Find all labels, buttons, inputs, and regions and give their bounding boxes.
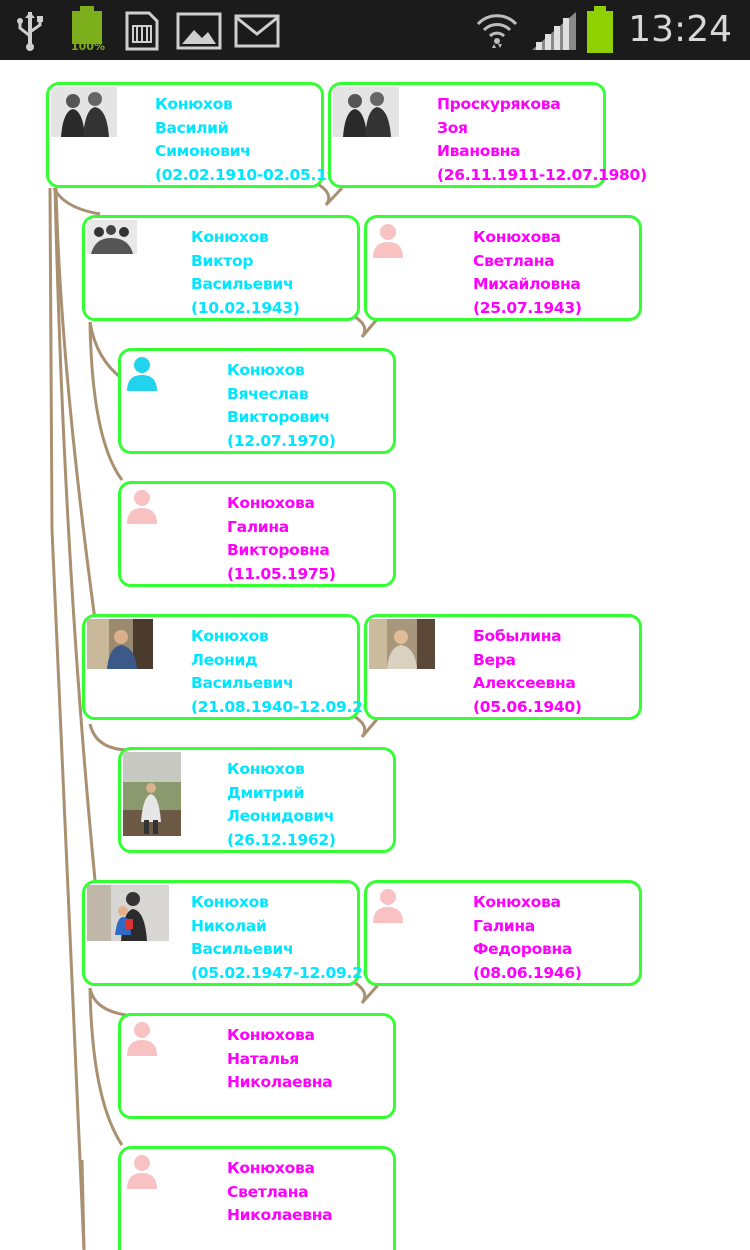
person-dates: (26.12.1962) (227, 830, 336, 849)
person-dates: (10.02.1943) (191, 298, 300, 317)
person-first-name: Зоя (437, 118, 468, 137)
person-surname: Конюхов (227, 361, 305, 379)
person-patronymic: Викторовна (227, 541, 330, 559)
person-surname: Конюхова (227, 494, 315, 512)
mail-icon (234, 14, 280, 48)
female-avatar-icon (127, 1155, 157, 1189)
person-dates: (11.05.1975) (227, 564, 336, 583)
battery-full-icon: 100% (68, 6, 108, 56)
person-surname: Бобылина (473, 627, 562, 645)
person-card-p13[interactable]: Конюхова Светлана Николаевна (118, 1146, 396, 1250)
person-first-name: Галина (227, 517, 289, 536)
female-avatar-icon (127, 490, 157, 524)
person-patronymic: Алексеевна (473, 674, 576, 692)
person-patronymic: Федоровна (473, 940, 573, 958)
person-card-p7[interactable]: Конюхов Леонид Васильевич (21.08.1940-12… (82, 614, 401, 720)
female-avatar-icon (373, 889, 403, 923)
person-surname: Конюхов (155, 95, 233, 113)
female-avatar-icon (373, 224, 403, 258)
person-first-name: Вячеслав (227, 384, 309, 403)
person-surname: Конюхова (473, 228, 561, 246)
person-first-name: Светлана (227, 1182, 309, 1201)
person-surname: Конюхова (473, 893, 561, 911)
sim-card-icon (125, 11, 159, 51)
person-dates: (08.06.1946) (473, 963, 582, 982)
wifi-icon (476, 14, 518, 48)
signal-icon (532, 12, 576, 50)
person-surname: Конюхов (191, 627, 269, 645)
person-dates: (05.06.1940) (473, 697, 582, 716)
person-card-p3[interactable]: Конюхов Виктор Васильевич (10.02.1943) (82, 215, 360, 321)
status-bar: 100% 13:24 (0, 0, 750, 60)
man-in-kitchen-photo (87, 619, 153, 669)
person-patronymic: Николаевна (227, 1206, 333, 1224)
person-dates: (12.07.1970) (227, 431, 336, 450)
person-card-p4[interactable]: Конюхова Светлана Михайловна (25.07.1943… (364, 215, 642, 321)
person-first-name: Леонид (191, 650, 258, 669)
person-dates: (02.02.1910-02.05.1970) (155, 165, 365, 184)
male-avatar-icon (127, 357, 157, 391)
person-first-name: Василий (155, 118, 229, 137)
person-card-p11[interactable]: Конюхова Галина Федоровна (08.06.1946) (364, 880, 642, 986)
man-outdoors-photo (123, 752, 181, 836)
person-dates: (05.02.1947-12.09.2004) (191, 963, 401, 982)
person-card-p10[interactable]: Конюхов Николай Васильевич (05.02.1947-1… (82, 880, 401, 986)
person-patronymic: Ивановна (437, 142, 521, 160)
person-dates: (25.07.1943) (473, 298, 582, 317)
person-patronymic: Леонидович (227, 807, 335, 825)
person-surname: Конюхова (227, 1159, 315, 1177)
person-surname: Конюхов (191, 228, 269, 246)
person-patronymic: Михайловна (473, 275, 581, 293)
person-first-name: Николай (191, 916, 267, 935)
person-surname: Конюхов (191, 893, 269, 911)
female-avatar-icon (127, 1022, 157, 1056)
person-patronymic: Николаевна (227, 1073, 333, 1091)
person-first-name: Наталья (227, 1049, 299, 1068)
woman-in-kitchen-photo (369, 619, 435, 669)
person-card-p1[interactable]: Конюхов Василий Симонович (02.02.1910-02… (46, 82, 365, 188)
person-dates: (21.08.1940-12.09.2001) (191, 697, 401, 716)
person-patronymic: Симонович (155, 142, 251, 160)
person-first-name: Светлана (473, 251, 555, 270)
person-surname: Проскурякова (437, 95, 561, 113)
person-card-p8[interactable]: Бобылина Вера Алексеевна (05.06.1940) (364, 614, 642, 720)
person-dates: (26.11.1911-12.07.1980) (437, 165, 647, 184)
couple-photo (333, 87, 399, 137)
person-card-p2[interactable]: Проскурякова Зоя Ивановна (26.11.1911-12… (328, 82, 647, 188)
person-card-p12[interactable]: Конюхова Наталья Николаевна (118, 1013, 396, 1119)
battery-percent-label: 100% (71, 40, 105, 53)
usb-icon (17, 12, 43, 51)
couple-photo (51, 87, 117, 137)
clock-time: 13:24 (628, 9, 732, 50)
person-patronymic: Васильевич (191, 275, 294, 293)
battery-charging-icon (585, 6, 615, 56)
person-patronymic: Васильевич (191, 940, 294, 958)
person-first-name: Дмитрий (227, 783, 305, 802)
group-photo (87, 220, 137, 254)
person-surname: Конюхова (227, 1026, 315, 1044)
person-patronymic: Викторович (227, 408, 330, 426)
person-first-name: Галина (473, 916, 535, 935)
man-with-child-photo (87, 885, 169, 941)
person-card-p6[interactable]: Конюхова Галина Викторовна (11.05.1975) (118, 481, 396, 587)
person-card-p5[interactable]: Конюхов Вячеслав Викторович (12.07.1970) (118, 348, 396, 454)
person-surname: Конюхов (227, 760, 305, 778)
person-first-name: Виктор (191, 251, 254, 270)
gallery-icon (176, 12, 222, 50)
person-card-p9[interactable]: Конюхов Дмитрий Леонидович (26.12.1962) (118, 747, 396, 853)
person-first-name: Вера (473, 650, 516, 669)
person-patronymic: Васильевич (191, 674, 294, 692)
